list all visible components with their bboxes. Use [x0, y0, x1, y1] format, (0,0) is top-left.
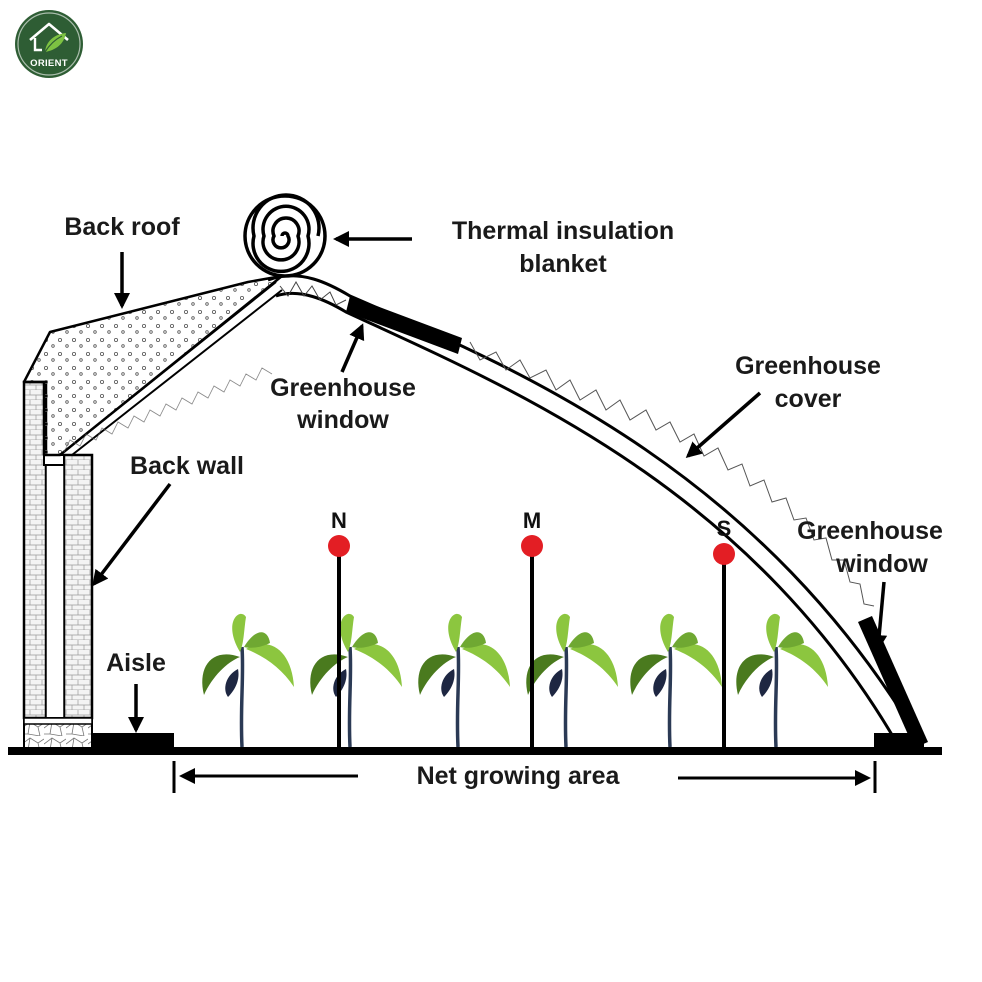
window-top-label-line1: Greenhouse: [270, 374, 416, 402]
back-wall-label: Back wall: [130, 452, 244, 480]
cover-label-line1: Greenhouse: [735, 352, 881, 380]
window-front-label-line1: Greenhouse: [797, 517, 943, 545]
orient-logo: ORIENT: [15, 10, 83, 78]
net-growing-area-dimension: Net growing area: [172, 761, 877, 793]
logo-text: ORIENT: [30, 58, 68, 69]
plant: [736, 613, 828, 748]
thermal-blanket-label-line1: Thermal insulation: [452, 217, 674, 245]
front-footing: [874, 733, 924, 749]
cover-label-line2: cover: [775, 385, 842, 413]
sensor-s: S: [713, 516, 735, 747]
sensor-m: M: [521, 508, 543, 747]
back-wall-structure: [22, 380, 94, 751]
thermal-blanket-label-line2: blanket: [519, 250, 607, 278]
plant: [310, 613, 402, 748]
plant: [418, 613, 510, 748]
sensor-dot: [328, 535, 350, 557]
plant: [202, 613, 294, 748]
plants-row: [202, 613, 828, 748]
sensor-dot: [713, 543, 735, 565]
greenhouse-window-top: [346, 296, 462, 354]
window-top-label-line2: window: [296, 406, 389, 434]
plant: [526, 613, 618, 748]
aisle-label: Aisle: [106, 649, 166, 677]
window-front-arrow: [871, 581, 888, 651]
leaf-icon: [45, 33, 66, 52]
back-roof-label: Back roof: [64, 213, 180, 241]
plant: [630, 613, 722, 748]
window-top-arrow: [340, 323, 365, 373]
cover-arrow: [685, 391, 762, 458]
ground-line: [8, 747, 942, 755]
net-growing-area-label: Net growing area: [417, 762, 621, 790]
sensor-label: N: [331, 508, 347, 533]
back-wall-arrow: [92, 482, 172, 587]
sensor-dot: [521, 535, 543, 557]
back-roof: [22, 274, 284, 457]
window-front-label-line2: window: [835, 550, 928, 578]
sensor-label: M: [523, 508, 541, 533]
sensor-label: S: [717, 516, 732, 541]
greenhouse-cover: [267, 274, 924, 746]
aisle-block: [92, 733, 174, 749]
sensor-n: N: [328, 508, 350, 747]
greenhouse-window-front: [858, 616, 928, 748]
thermal-blanket-roll: [243, 193, 327, 278]
